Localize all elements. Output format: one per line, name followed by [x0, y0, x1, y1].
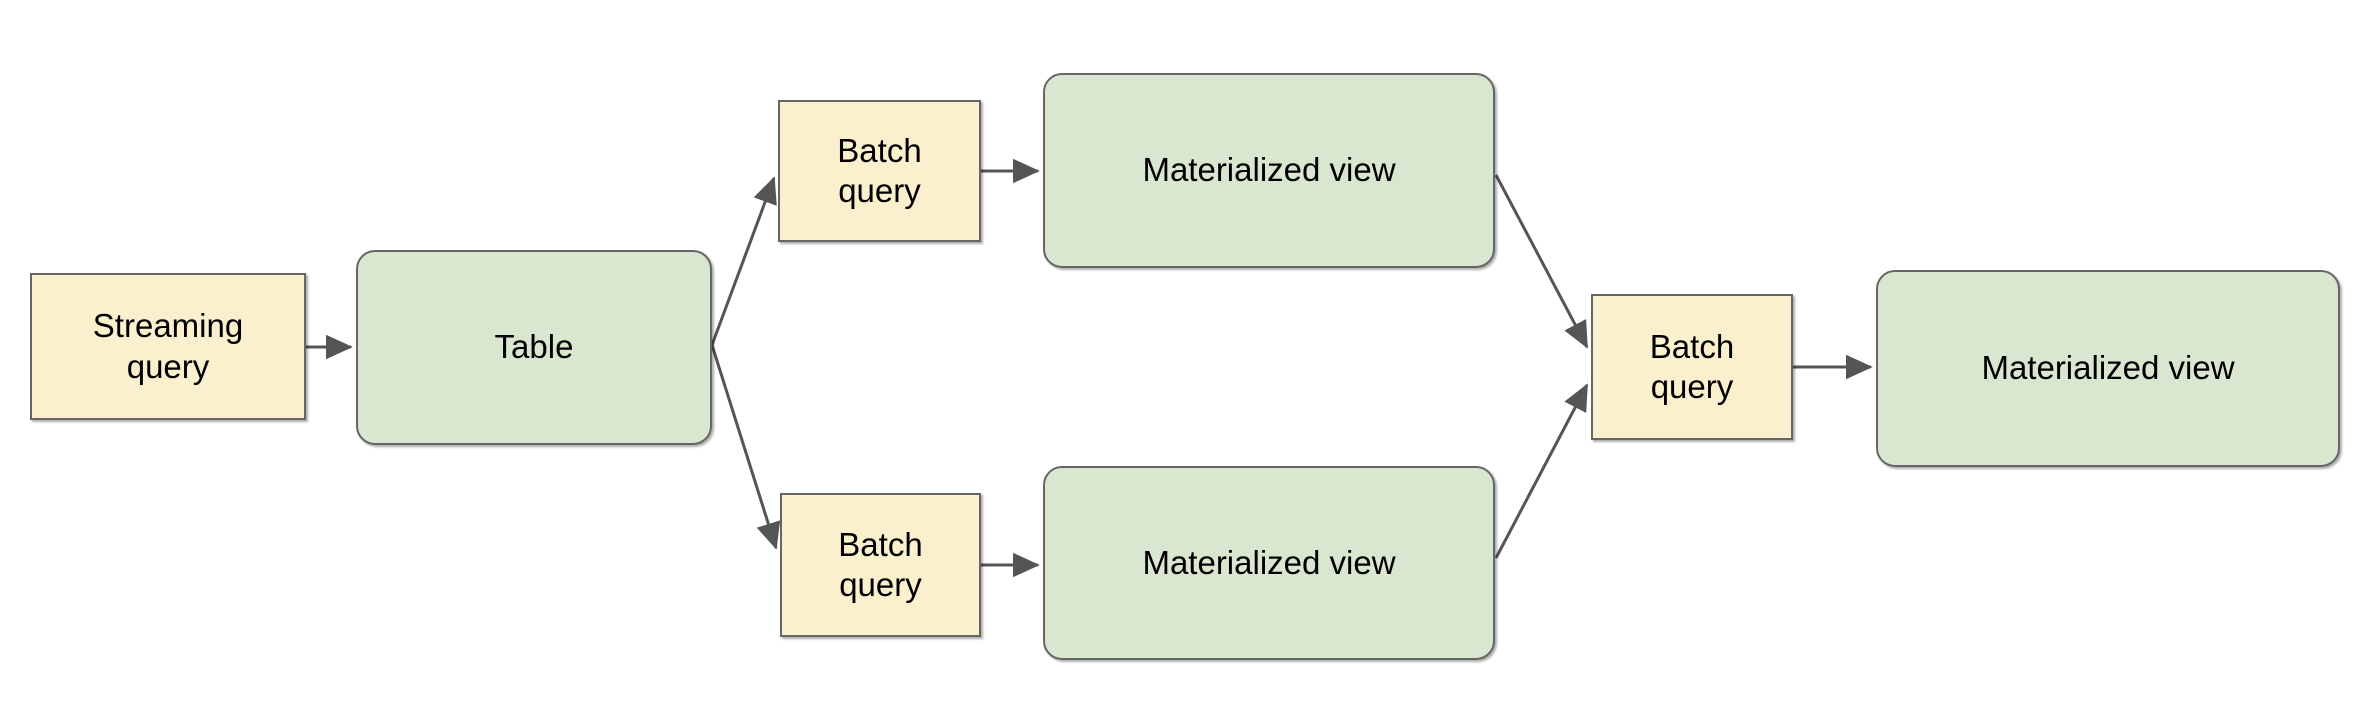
- node-batch-query-bottom[interactable]: Batch query: [780, 493, 981, 637]
- node-label-streaming-query: Streaming query: [92, 307, 244, 385]
- node-materialized-view-bottom[interactable]: Materialized view: [1043, 466, 1495, 660]
- node-label-materialized-view-bottom: Materialized view: [1142, 543, 1396, 581]
- node-label-table: Table: [494, 328, 574, 366]
- node-label-materialized-view-top: Materialized view: [1142, 151, 1396, 189]
- edge-materialized-view-bottom-to-batch-query-right: [1494, 383, 1589, 559]
- edge-table-to-batch-query-top: [710, 176, 777, 346]
- node-label-batch-query-bottom: Batch query: [838, 525, 923, 603]
- node-batch-query-top[interactable]: Batch query: [778, 100, 981, 242]
- node-table[interactable]: Table: [356, 250, 712, 445]
- node-label-batch-query-right: Batch query: [1649, 327, 1735, 405]
- node-label-batch-query-top: Batch query: [837, 131, 922, 209]
- node-streaming-query[interactable]: Streaming query: [30, 273, 306, 420]
- edge-materialized-view-top-to-batch-query-right: [1494, 174, 1589, 349]
- edge-table-to-batch-query-bottom: [710, 344, 781, 550]
- node-materialized-view-top[interactable]: Materialized view: [1043, 73, 1495, 268]
- node-materialized-view-right[interactable]: Materialized view: [1876, 270, 2340, 467]
- node-label-materialized-view-right: Materialized view: [1981, 349, 2235, 387]
- node-batch-query-right[interactable]: Batch query: [1591, 294, 1793, 440]
